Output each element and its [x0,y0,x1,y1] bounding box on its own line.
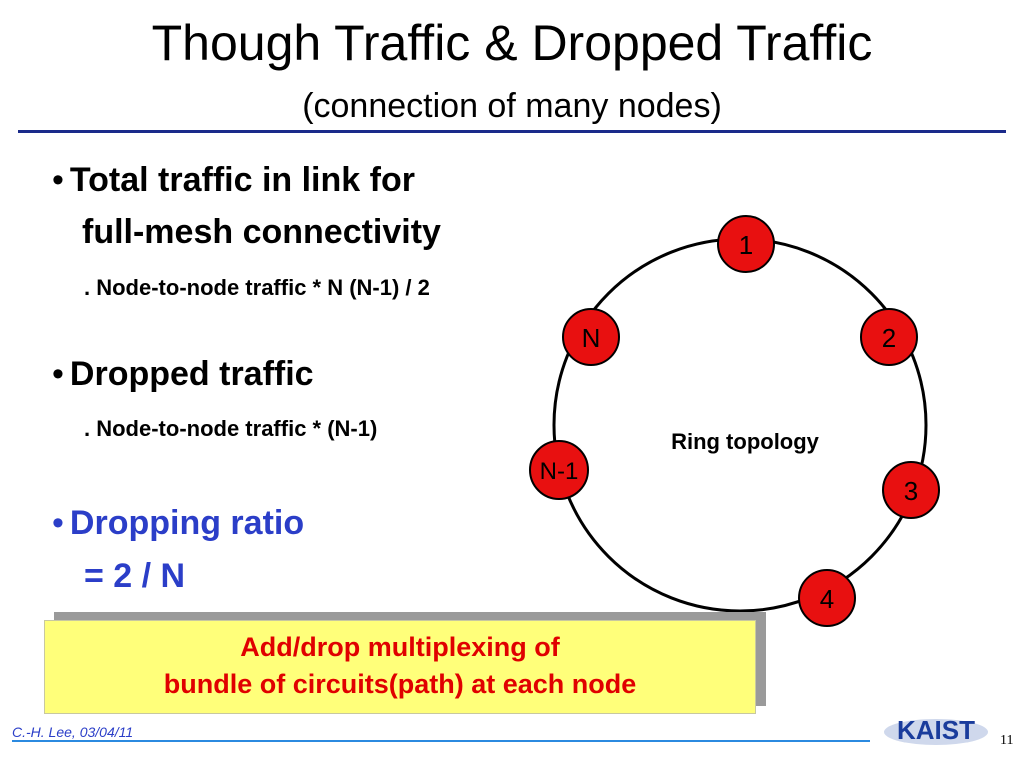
title-divider [18,130,1006,133]
ring-link [552,237,928,613]
ring-node-4: 4 [798,569,856,627]
bullet-total-traffic-formula: . Node-to-node traffic * N (N-1) / 2 [84,275,430,300]
bullet-dropped-traffic: •Dropped traffic [52,354,314,394]
callout-line-2: bundle of circuits(path) at each node [163,669,637,699]
node-label: N-1 [540,458,579,485]
ring-node-3: 3 [882,461,940,519]
ring-node-2: 2 [860,308,918,366]
ring-node-n-minus-1: N-1 [529,440,589,500]
node-label: 4 [820,584,834,614]
callout-line-1: Add/drop multiplexing of [240,632,560,662]
bullet-dropping-ratio-value: = 2 / N [84,557,186,595]
bullet-marker: • [52,161,64,199]
kaist-logo: KAIST [884,715,988,745]
bullet-marker: • [52,355,64,393]
bullet-dropped-traffic-formula: . Node-to-node traffic * (N-1) [84,416,378,441]
ring-node-n: N [562,308,620,366]
bullet-total-traffic: •Total traffic in link for [52,160,415,200]
footer-author: C.-H. Lee, 03/04/11 [12,724,134,740]
slide-subtitle: (connection of many nodes) [302,87,722,125]
bullet-total-traffic-cont: full-mesh connectivity [82,213,441,251]
node-label: 1 [739,230,753,260]
bullet-marker: • [52,504,64,542]
ring-topology-label: Ring topology [671,429,820,454]
bullet-dropping-ratio: •Dropping ratio [52,503,304,543]
node-label: N [582,323,601,353]
node-label: 2 [882,323,896,353]
slide-title: Though Traffic & Dropped Traffic [151,15,873,71]
bullet-text: Total traffic in link for [69,161,415,199]
node-label: 3 [904,476,918,506]
ring-node-1: 1 [717,215,775,273]
footer-divider [12,740,870,742]
bullet-text: Dropped traffic [69,355,314,393]
logo-text: KAIST [897,715,975,745]
callout-box: Add/drop multiplexing of bundle of circu… [44,620,756,714]
page-number: 11 [1000,733,1014,748]
bullet-text: Dropping ratio [69,504,305,542]
